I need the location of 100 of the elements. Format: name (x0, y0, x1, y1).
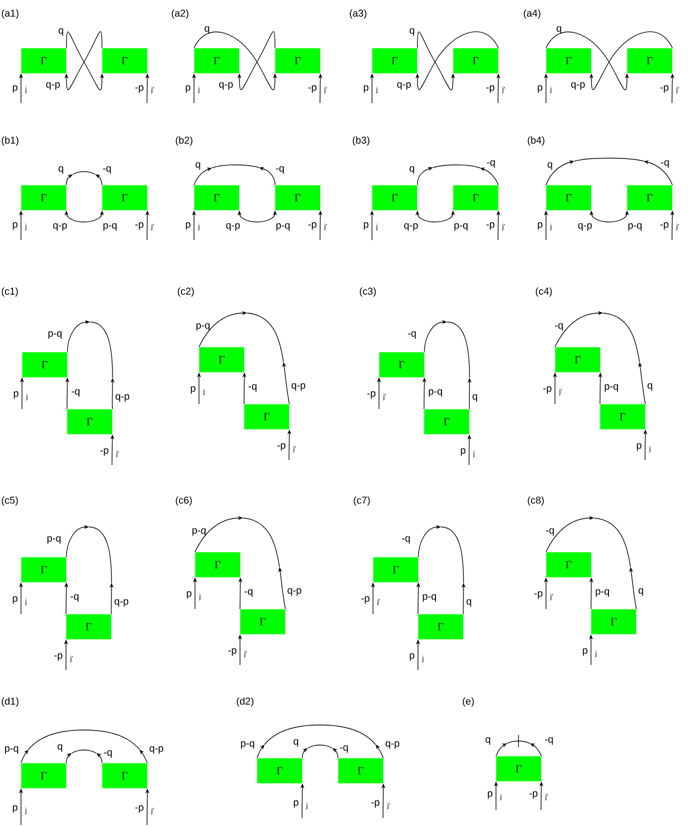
edge-label: q (472, 394, 478, 402)
vertex-box: Γ (275, 48, 320, 74)
vertex-box: Γ (21, 48, 66, 74)
vertex-box: Γ (194, 185, 240, 210)
edge-label: -p (54, 653, 62, 661)
edge-label: -p (371, 800, 380, 808)
edge-label: p (294, 800, 298, 808)
vertex-box: Γ (372, 185, 418, 210)
arrow (589, 32, 673, 90)
vertex-box: Γ (22, 352, 68, 378)
edge-label: p-q (192, 528, 206, 536)
edge-label: p-q (241, 741, 254, 749)
edge-label: q-p (46, 82, 60, 90)
edge-label: p-q (454, 223, 468, 231)
vertex-box: Γ (373, 557, 418, 582)
edge-label: -p (100, 448, 108, 456)
edge-label: p-q (422, 594, 436, 602)
edge-label: -q (555, 323, 563, 331)
edge-label: -q (408, 331, 416, 339)
vertex-box: Γ (21, 763, 66, 788)
edge-label: p (364, 222, 368, 230)
edge-label: q (410, 28, 414, 36)
edge-label: -q (104, 750, 112, 758)
vertex-box: Γ (546, 552, 592, 578)
edge-label: -p (135, 805, 144, 813)
edge-label: -p (660, 85, 668, 93)
panel-label: (b2) (176, 136, 192, 146)
edge-label: q (548, 162, 552, 170)
edge-label: q (486, 737, 490, 745)
edge-label: q-p (404, 223, 418, 231)
edge-label: q-p (219, 82, 233, 90)
vertex-box: Γ (372, 48, 418, 74)
vertex-box: Γ (195, 552, 240, 578)
vertex-box: Γ (275, 185, 320, 210)
edge-label: q-p (53, 223, 67, 231)
edge-label: p (12, 596, 18, 604)
edge-label: p (410, 653, 414, 661)
edge-label: -p (228, 648, 236, 656)
vertex-box: Γ (453, 48, 498, 74)
vertex-box: Γ (496, 756, 542, 782)
edge-label: -p (529, 791, 538, 799)
edge-label: p-q (628, 223, 642, 231)
vertex-box: Γ (555, 347, 600, 372)
vertex-box: Γ (546, 48, 592, 74)
vertex-box: Γ (66, 614, 112, 640)
vertex-box: Γ (244, 404, 290, 430)
edge-label: p (12, 222, 18, 230)
edge-label: -q (72, 389, 80, 397)
edge-label: q (466, 599, 472, 607)
vertex-box: Γ (21, 185, 66, 210)
edge-label: q (648, 383, 652, 391)
panel-label: (a4) (524, 9, 540, 19)
edge-label: -q (244, 589, 252, 597)
edge-label: -q (661, 160, 669, 168)
edge-label: -p (367, 391, 376, 399)
edge-label: -p (135, 85, 144, 93)
edge-label: q (58, 28, 64, 36)
edge-label: -q (487, 160, 495, 168)
edge-label: p (582, 648, 588, 656)
vertex-box: Γ (627, 48, 672, 74)
edge-label: p (14, 391, 18, 399)
edge-label: -p (543, 386, 552, 394)
panel-label: (b4) (528, 136, 544, 146)
edge-label: p-q (596, 589, 609, 597)
edge-label: q-p (114, 599, 128, 607)
edge-label: -p (534, 591, 542, 599)
edge-label: p (186, 222, 190, 230)
edge-label: q-p (288, 588, 302, 596)
panel-label: (a2) (172, 9, 188, 19)
edge-label: -q (546, 528, 554, 536)
panel-label: (d2) (236, 697, 254, 707)
edge-label: p-q (5, 746, 18, 754)
edge-label: q-p (292, 383, 306, 391)
edge-label: p (12, 805, 18, 813)
edge-label: p-q (48, 331, 62, 339)
panel-label: (c6) (176, 496, 192, 506)
edge-label: p-q (604, 384, 618, 392)
edge-label: q (196, 162, 200, 170)
panel-label: (a1) (2, 9, 18, 19)
panel-label: (b1) (2, 136, 18, 146)
edge-label: p (12, 85, 18, 93)
panel-label: (d1) (2, 697, 18, 707)
edge-label: p (186, 591, 192, 599)
panel-label: (c3) (360, 287, 376, 297)
vertex-box: Γ (199, 347, 244, 372)
edge-label: q (638, 588, 644, 596)
vertex-box: Γ (546, 185, 592, 210)
edge-label: -p (277, 443, 286, 451)
edge-label: p (190, 386, 196, 394)
panel-label: (c1) (2, 287, 18, 297)
edge-label: q-p (397, 82, 411, 90)
edge-label: q (556, 26, 562, 34)
edge-label: p (636, 443, 642, 451)
edge-label: -p (135, 222, 144, 230)
vertex-box: Γ (453, 185, 498, 210)
edge-label: q-p (386, 741, 400, 749)
edge-label: q (58, 166, 64, 174)
edge-label: -p (660, 222, 668, 230)
vertex-box: Γ (591, 609, 636, 634)
edge-label: p (460, 448, 466, 456)
